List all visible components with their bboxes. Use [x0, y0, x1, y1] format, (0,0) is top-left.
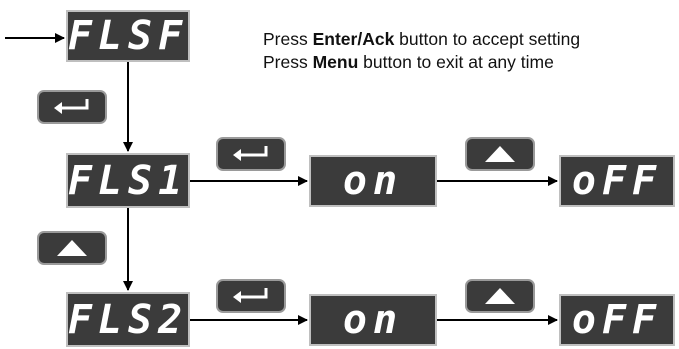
display-off-1-text: oFF — [571, 158, 663, 204]
enter-icon — [233, 288, 268, 303]
instruction-1-bold: Enter/Ack — [312, 29, 395, 49]
instructions: Press Enter/Ack button to accept setting… — [263, 28, 580, 74]
display-fls2-text: FLS2 — [67, 296, 189, 343]
display-on-2-text: on — [342, 297, 404, 343]
display-flsf: FLSF — [66, 10, 190, 62]
display-fls2: FLS2 — [66, 292, 190, 347]
display-fls1-text: FLS1 — [67, 157, 189, 204]
display-on-1-text: on — [342, 158, 404, 204]
enter-button-3[interactable] — [216, 279, 286, 313]
display-flsf-text: FLSF — [67, 13, 189, 59]
up-arrow-icon — [57, 240, 87, 256]
up-button-2[interactable] — [465, 137, 535, 171]
enter-icon — [233, 146, 268, 161]
display-on-2: on — [309, 294, 437, 346]
up-button-1[interactable] — [37, 231, 107, 265]
instruction-2-suffix: button to exit at any time — [358, 52, 554, 72]
display-off-2: oFF — [559, 294, 675, 346]
display-off-1: oFF — [559, 155, 675, 207]
up-arrow-icon — [485, 146, 515, 162]
instruction-line-2: Press Menu button to exit at any time — [263, 51, 580, 74]
up-arrow-icon — [485, 288, 515, 304]
instruction-2-bold: Menu — [312, 52, 359, 72]
instruction-1-prefix: Press — [263, 29, 313, 49]
up-button-3[interactable] — [465, 279, 535, 313]
enter-icon — [54, 99, 89, 114]
display-fls1: FLS1 — [66, 153, 190, 208]
display-on-1: on — [309, 155, 437, 207]
instruction-2-prefix: Press — [263, 52, 313, 72]
instruction-1-suffix: button to accept setting — [394, 29, 581, 49]
enter-button-2[interactable] — [216, 137, 286, 171]
enter-button-1[interactable] — [37, 90, 107, 124]
instruction-line-1: Press Enter/Ack button to accept setting — [263, 28, 580, 51]
display-off-2-text: oFF — [571, 297, 663, 343]
